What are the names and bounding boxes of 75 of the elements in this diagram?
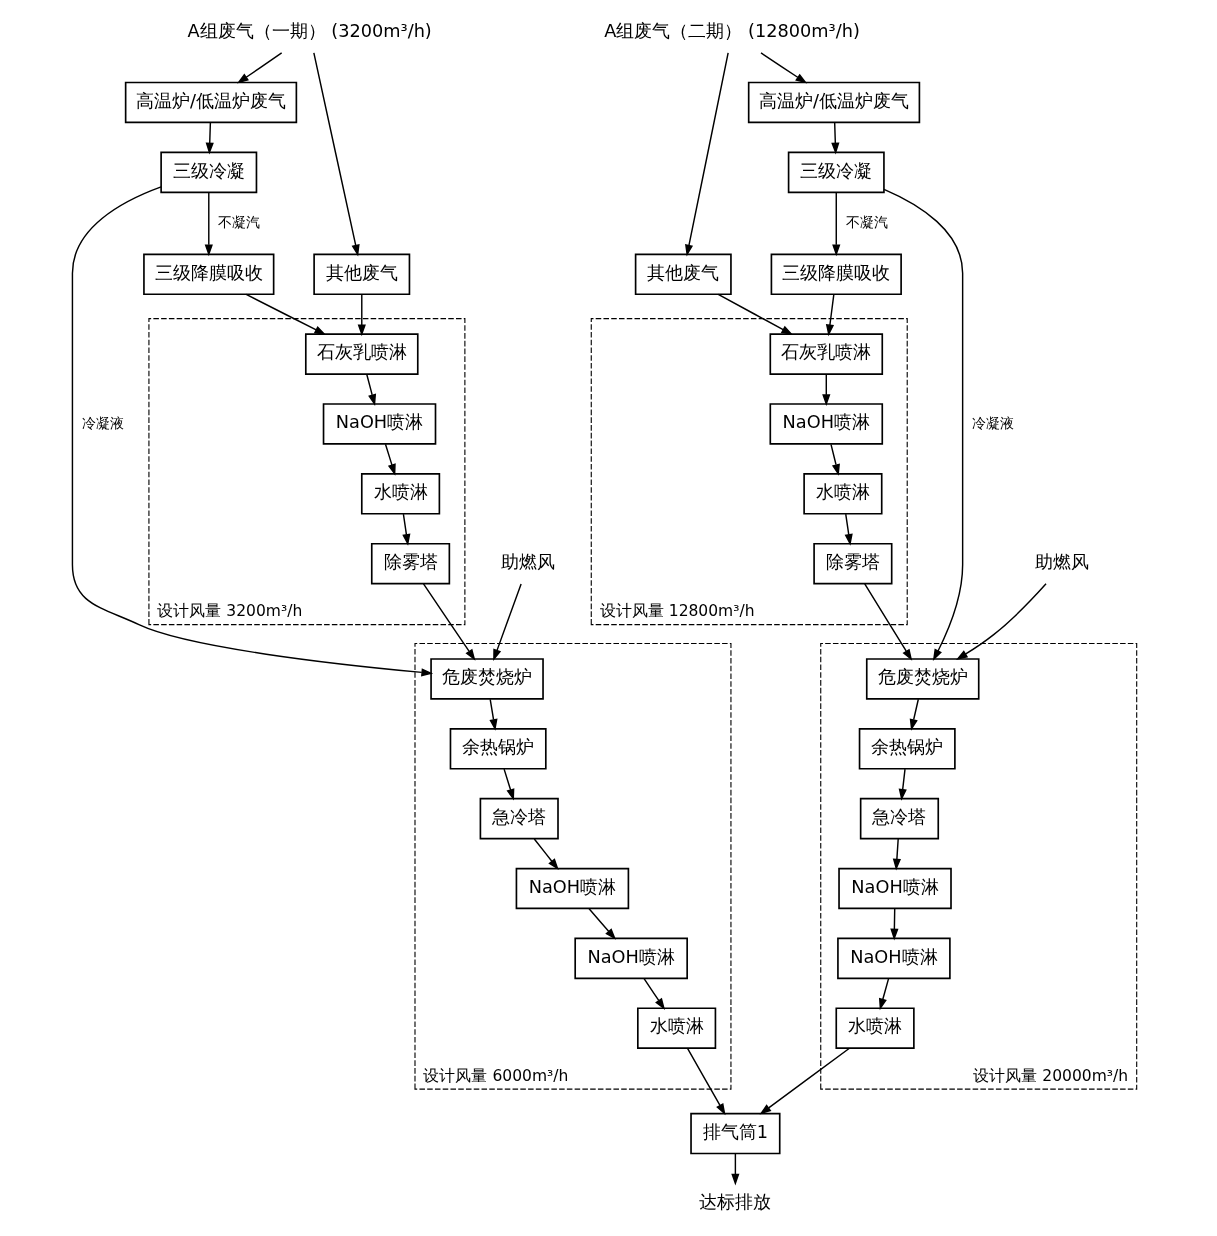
arrow	[71, 186, 433, 677]
node-box: 三级降膜吸收	[142, 253, 274, 296]
arrow	[892, 838, 901, 871]
node-box: NaOH喷淋	[515, 867, 629, 910]
arrow	[365, 373, 376, 406]
node-box: 水喷淋	[360, 473, 440, 515]
edge-label: 冷凝液	[971, 414, 1014, 431]
node-box: 三级冷凝	[159, 151, 257, 194]
arrow	[312, 52, 360, 257]
arrow	[759, 1047, 850, 1115]
edge-label: 冷凝液	[81, 414, 124, 431]
arrow	[401, 513, 410, 546]
node-box: 危废焚烧炉	[429, 658, 544, 700]
arrow	[357, 293, 366, 337]
arrow	[236, 52, 282, 84]
node-box: 其他废气	[312, 253, 410, 296]
arrow	[717, 293, 793, 336]
node-text: A组废气（二期） (12800m³/h)	[603, 20, 860, 41]
arrow	[844, 513, 853, 546]
node-box: 余热锅炉	[449, 728, 547, 770]
node-box: 石灰乳喷淋	[768, 333, 883, 375]
node-box: 石灰乳喷淋	[304, 333, 419, 375]
node-box: 其他废气	[634, 253, 732, 296]
arrow	[587, 908, 616, 940]
arrow	[492, 583, 522, 661]
arrow	[684, 52, 729, 257]
node-box: 水喷淋	[834, 1007, 915, 1049]
arrow	[422, 583, 475, 661]
arrow	[686, 1047, 726, 1116]
arrow	[488, 698, 498, 731]
node-box: NaOH喷淋	[573, 937, 688, 980]
arrow	[384, 443, 396, 476]
node-box: NaOH喷淋	[837, 867, 952, 910]
node-box: 水喷淋	[636, 1007, 716, 1049]
edge-label: 不凝汽	[845, 214, 888, 231]
node-box: 排气筒1	[689, 1112, 781, 1155]
arrow	[829, 443, 840, 476]
arrow	[831, 191, 840, 257]
arrow	[909, 698, 919, 731]
node-text: 助燃风	[1034, 551, 1089, 572]
node-box: 高温炉/低温炉废气	[747, 81, 920, 124]
arrow	[730, 1153, 739, 1186]
node-box: NaOH喷淋	[768, 403, 883, 445]
node-box: 水喷淋	[802, 473, 883, 515]
arrow	[898, 768, 907, 801]
arrow	[759, 52, 807, 84]
arrow	[878, 977, 889, 1011]
node-box: NaOH喷淋	[836, 937, 951, 980]
arrow	[502, 768, 514, 801]
arrow	[955, 583, 1047, 660]
arrow	[889, 908, 898, 941]
arrow	[825, 293, 834, 337]
node-box: 急冷塔	[479, 797, 559, 840]
arrow	[830, 122, 839, 155]
arrow	[245, 293, 326, 335]
arrow	[642, 977, 665, 1010]
arrow	[882, 188, 963, 661]
node-text: 达标排放	[698, 1191, 771, 1212]
node-box: 三级冷凝	[787, 151, 885, 194]
node-box: 高温炉/低温炉废气	[124, 81, 297, 124]
arrow	[205, 122, 214, 155]
arrow	[204, 191, 213, 257]
node-box: 三级降膜吸收	[770, 253, 902, 296]
edge-label: 不凝汽	[217, 214, 260, 231]
node-box: 危废焚烧炉	[865, 658, 980, 700]
arrow	[821, 373, 830, 407]
node-box: 除雾塔	[370, 542, 450, 585]
node-box: NaOH喷淋	[322, 403, 436, 445]
arrow	[533, 838, 559, 871]
node-box: 余热锅炉	[858, 728, 956, 770]
node-box: 急冷塔	[859, 797, 939, 840]
node-text: A组废气（一期） (3200m³/h)	[187, 20, 432, 41]
node-box: 除雾塔	[812, 542, 893, 585]
arrow	[863, 583, 912, 661]
node-text: 助燃风	[500, 551, 555, 572]
